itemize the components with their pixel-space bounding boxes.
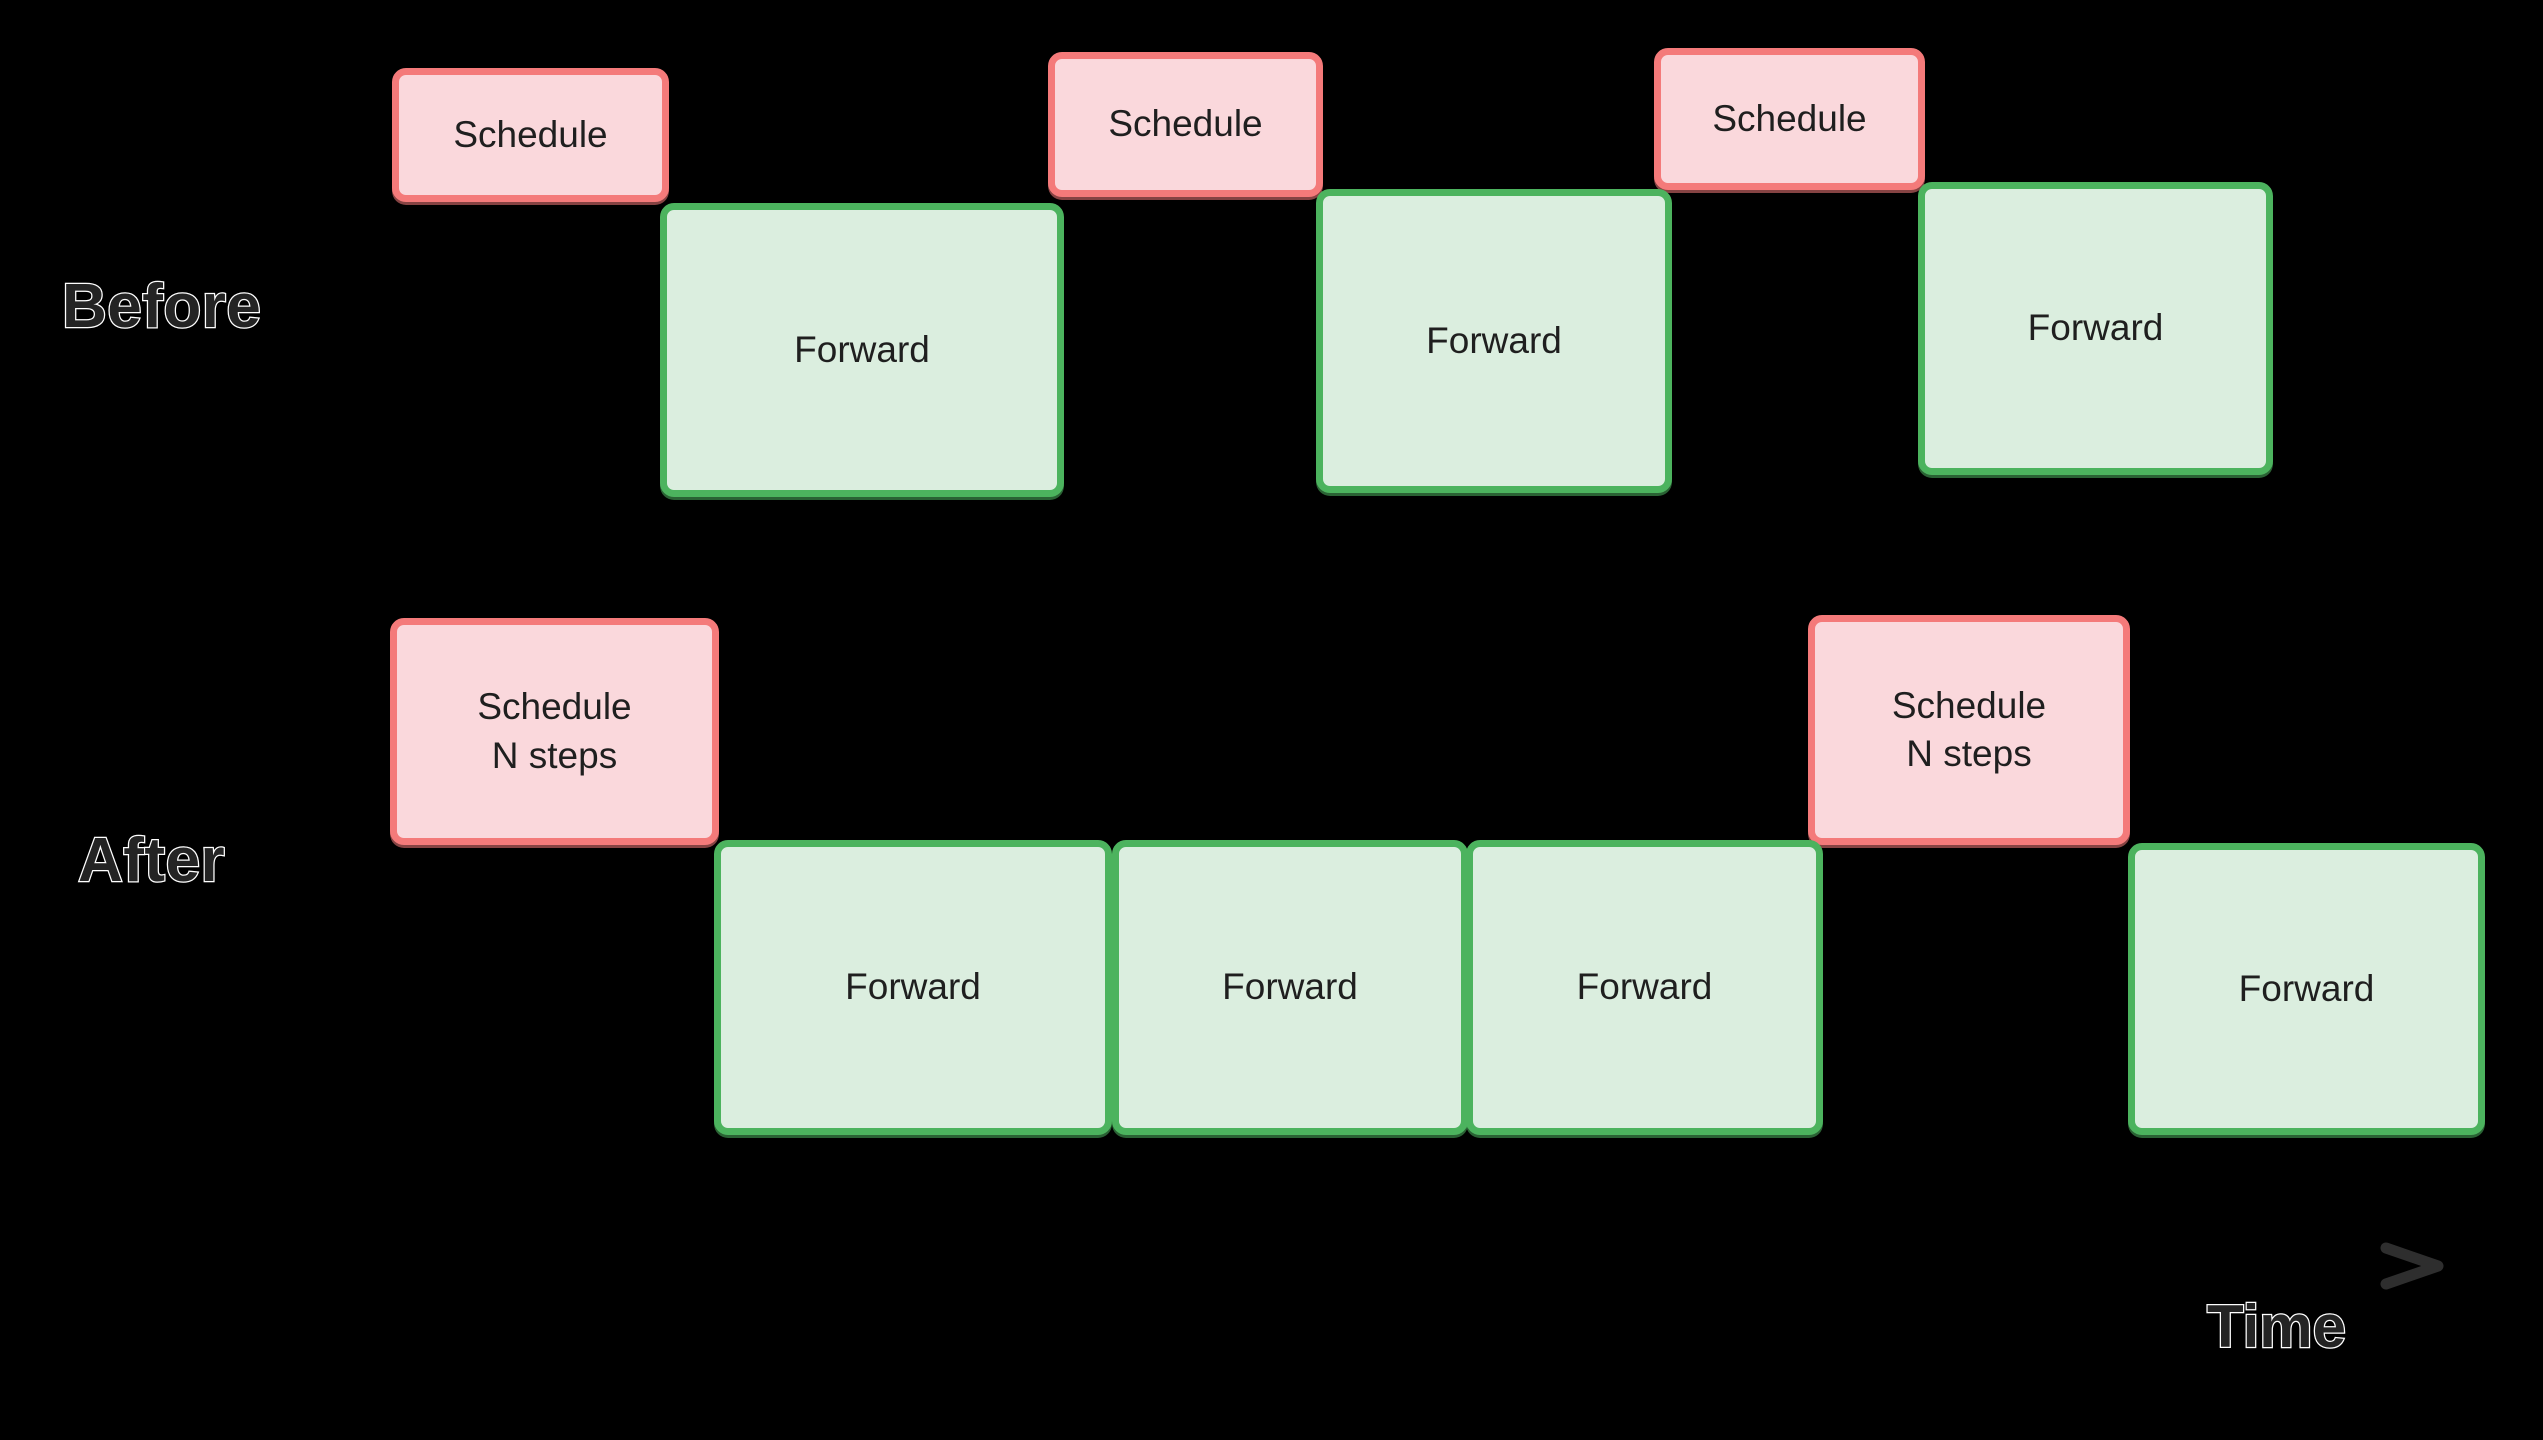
after-schedule-block-1: Schedule N steps <box>390 618 719 845</box>
before-schedule-block-3: Schedule <box>1654 48 1925 190</box>
after-forward-block-2: Forward <box>1112 840 1468 1135</box>
row-label-after: After <box>77 826 226 895</box>
after-forward-block-4: Forward <box>2128 843 2485 1135</box>
row-label-before: Before <box>61 272 262 341</box>
before-schedule-block-1: Schedule <box>392 68 669 202</box>
before-forward-block-3: Forward <box>1918 182 2273 475</box>
before-forward-block-1: Forward <box>660 203 1064 497</box>
after-schedule-block-2: Schedule N steps <box>1808 615 2130 845</box>
before-forward-block-2: Forward <box>1316 189 1672 493</box>
after-forward-block-1: Forward <box>714 840 1112 1135</box>
before-schedule-block-2: Schedule <box>1048 52 1323 197</box>
time-axis-label: Time <box>2206 1293 2347 1360</box>
after-forward-block-3: Forward <box>1466 840 1823 1135</box>
time-axis-arrow-icon <box>379 1242 2444 1290</box>
